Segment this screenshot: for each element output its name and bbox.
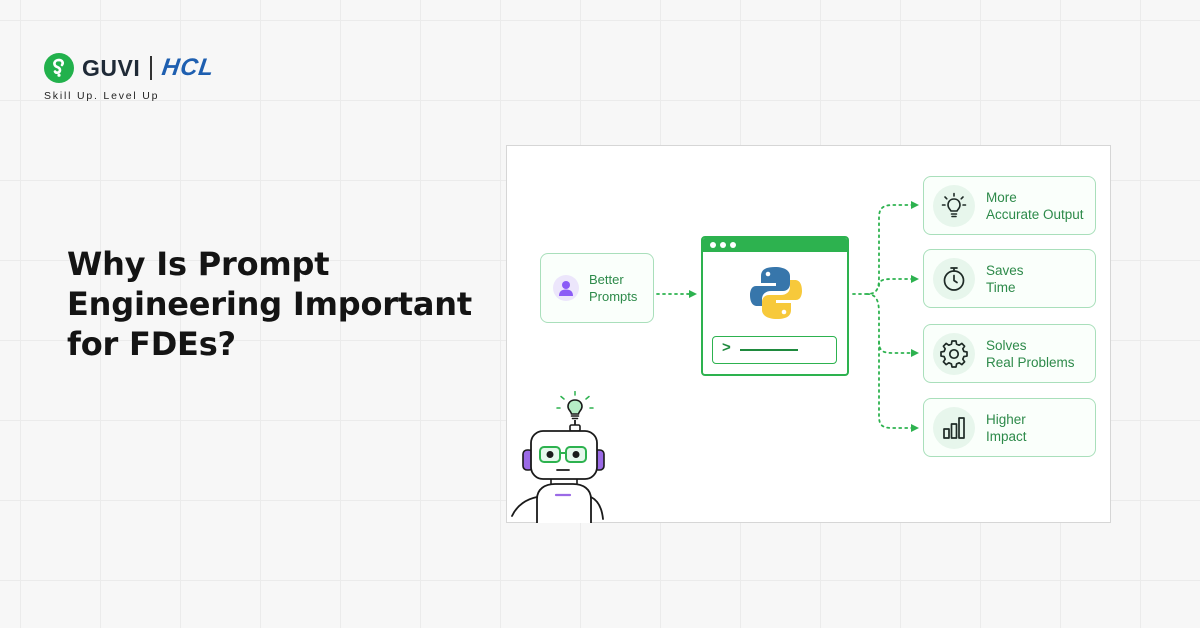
terminal-prompt-symbol: > <box>722 339 731 356</box>
page-title-line-3: for FDEs? <box>67 325 236 363</box>
output-3-line-2: Real Problems <box>986 354 1075 370</box>
diagram-panel: Better Prompts > <box>506 145 1111 523</box>
output-node-accurate-output: More Accurate Output <box>923 176 1096 235</box>
arrowhead-processor <box>689 290 697 298</box>
window-dot-icon <box>730 242 736 248</box>
connector-to-output-4 <box>878 341 913 429</box>
output-label: Higher Impact <box>986 411 1027 445</box>
lightbulb-icon <box>933 184 975 227</box>
output-4-line-2: Impact <box>986 428 1027 444</box>
flow-connectors <box>656 201 919 432</box>
output-node-solves-problems: Solves Real Problems <box>923 324 1096 383</box>
arrowhead-output-2 <box>911 275 919 283</box>
brand-logo-row: GUVI HCL <box>44 52 304 84</box>
page-title: Why Is Prompt Engineering Important for … <box>67 244 507 364</box>
output-2-line-2: Time <box>986 279 1016 295</box>
output-1-line-2: Accurate Output <box>986 206 1084 222</box>
hcl-wordmark: HCL <box>159 54 217 81</box>
window-titlebar <box>703 238 847 252</box>
python-logo-icon <box>750 267 802 319</box>
input-label-line-1: Better <box>589 272 624 287</box>
input-node-label: Better Prompts <box>589 271 637 305</box>
output-3-line-1: Solves <box>986 337 1027 353</box>
stopwatch-icon <box>933 257 975 300</box>
bar-chart-icon <box>933 406 975 449</box>
user-icon <box>553 275 579 301</box>
window-dot-icon <box>720 242 726 248</box>
connector-to-output-3 <box>866 293 913 354</box>
output-node-higher-impact: Higher Impact <box>923 398 1096 457</box>
page-title-line-2: Engineering Important <box>67 285 472 323</box>
output-label: Saves Time <box>986 262 1024 296</box>
window-dot-icon <box>710 242 716 248</box>
output-label: More Accurate Output <box>986 189 1084 223</box>
output-label: Solves Real Problems <box>986 337 1075 371</box>
arrowhead-output-4 <box>911 424 919 432</box>
arrowhead-output-1 <box>911 201 919 209</box>
code-editor-window: > <box>701 236 849 376</box>
connector-to-output-2 <box>878 278 913 287</box>
brand-divider <box>150 56 152 80</box>
terminal-cursor-line <box>740 349 798 351</box>
brand-tagline: Skill Up. Level Up <box>44 90 160 102</box>
page-title-line-1: Why Is Prompt <box>67 245 330 283</box>
connector-to-output-1 <box>852 204 913 295</box>
robot-with-lightbulb-icon <box>511 391 605 523</box>
guvi-g-logo-icon <box>44 53 74 83</box>
arrowhead-output-3 <box>911 349 919 357</box>
output-2-line-1: Saves <box>986 262 1024 278</box>
guvi-wordmark: GUVI <box>82 54 141 81</box>
terminal-input-bar: > <box>712 336 837 364</box>
brand-header: GUVI HCL Skill Up. Level Up <box>44 52 304 102</box>
input-label-line-2: Prompts <box>589 289 638 304</box>
output-4-line-1: Higher <box>986 411 1026 427</box>
gear-icon <box>933 332 975 375</box>
input-node-better-prompts: Better Prompts <box>540 253 654 323</box>
output-node-saves-time: Saves Time <box>923 249 1096 308</box>
output-1-line-1: More <box>986 189 1017 205</box>
